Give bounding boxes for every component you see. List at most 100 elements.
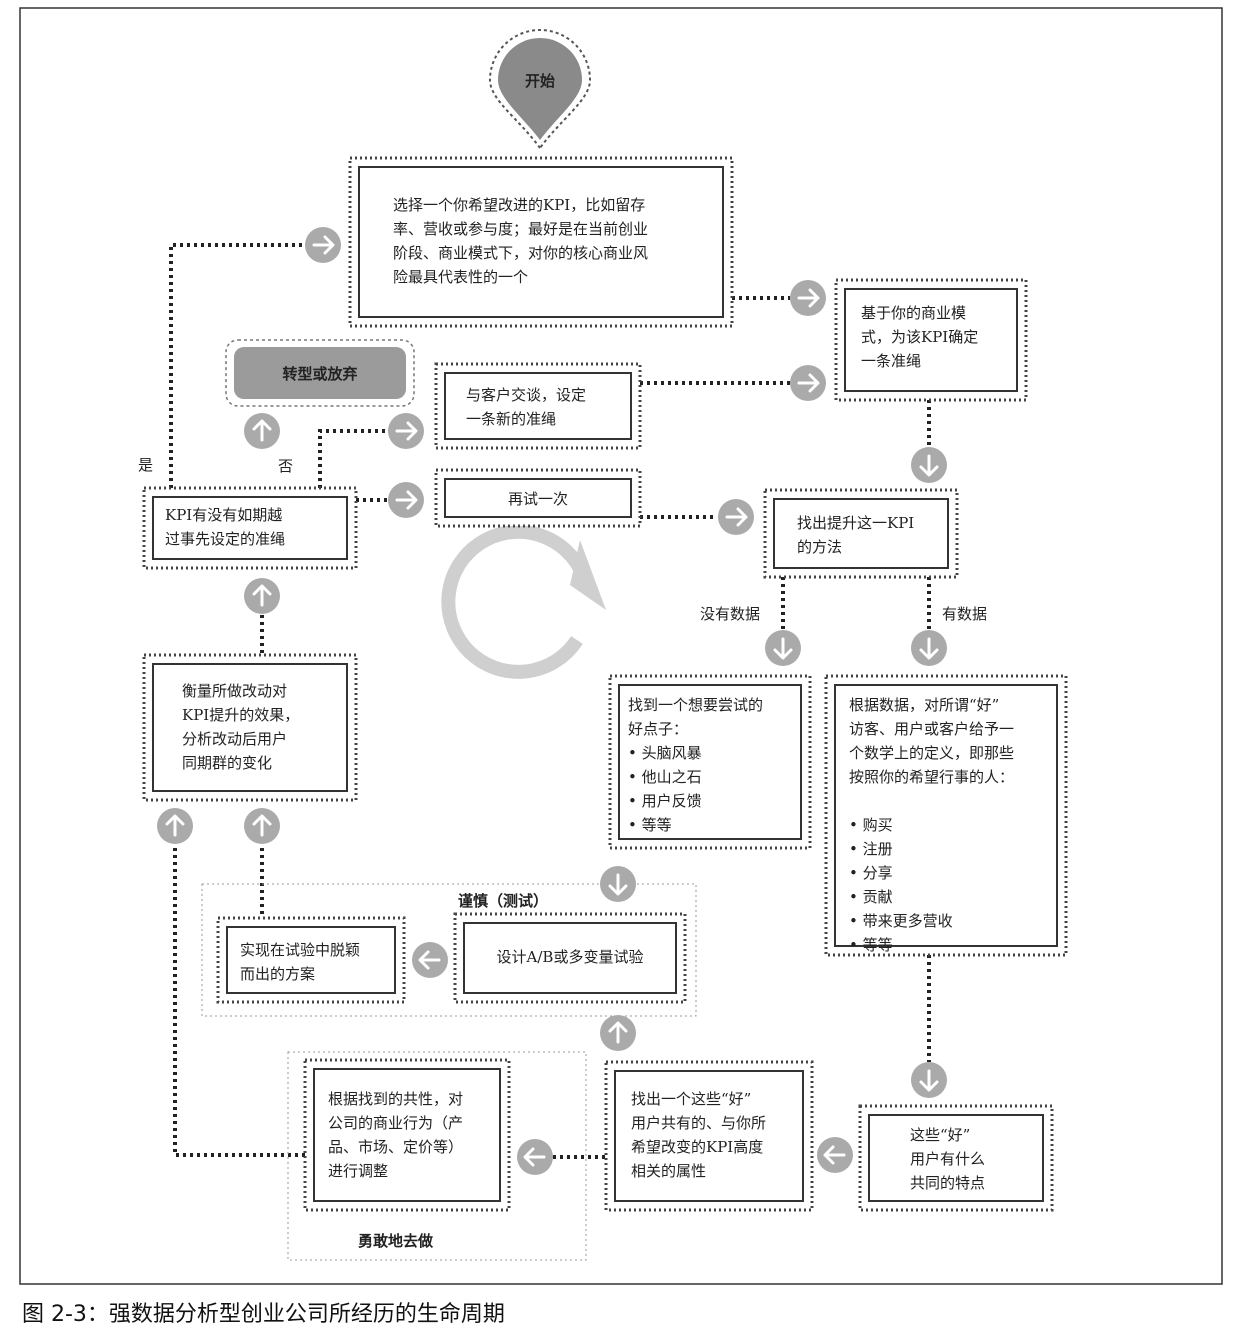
box-design-test: 设计A/B或多变量试验 bbox=[453, 912, 687, 1004]
bold-label: 勇敢地去做 bbox=[358, 1232, 434, 1250]
box-line: 阶段、商业模式下，对你的核心商业风 bbox=[393, 244, 648, 262]
box-line: 衡量所做改动对 bbox=[182, 682, 287, 700]
has-data-label: 有数据 bbox=[942, 605, 987, 623]
box-line: 分析改动后用户 bbox=[182, 730, 287, 748]
box-line: 一条新的准绳 bbox=[466, 410, 556, 428]
box-line: 的方法 bbox=[797, 538, 842, 556]
box-line: 基于你的商业模 bbox=[861, 304, 966, 322]
box-line: KPI提升的效果， bbox=[182, 706, 299, 724]
box-line: 一条准绳 bbox=[861, 352, 921, 370]
box-line: 找到一个想要尝试的 bbox=[628, 696, 763, 714]
arrow-up-icon bbox=[242, 806, 282, 846]
no-data-label: 没有数据 bbox=[700, 605, 760, 623]
box-line: • 注册 bbox=[849, 840, 893, 858]
arrow-down-icon bbox=[598, 864, 638, 904]
box-line: 险最具代表性的一个 bbox=[393, 268, 528, 286]
box-choose-kpi: 选择一个你希望改进的KPI，比如留存率、营收或参与度；最好是在当前创业阶段、商业… bbox=[348, 156, 734, 328]
arrow-down-icon bbox=[763, 628, 803, 668]
box-line: • 头脑风暴 bbox=[628, 744, 702, 762]
box-line: 找出提升这一KPI bbox=[797, 514, 914, 532]
box-line: • 购买 bbox=[849, 816, 893, 834]
box-line: • 贡献 bbox=[849, 888, 893, 906]
box-line: 按照你的希望行事的人： bbox=[849, 768, 1014, 786]
box-line: 用户共有的、与你所 bbox=[631, 1114, 766, 1132]
box-line: 访客、用户或客户给予一 bbox=[849, 720, 1014, 738]
arrow-left-icon bbox=[410, 940, 450, 980]
box-line: • 等等 bbox=[628, 816, 672, 834]
box-line: 根据数据，对所谓“好” bbox=[849, 696, 999, 714]
box-line: 公司的商业行为（产 bbox=[328, 1114, 463, 1132]
box-line: 再试一次 bbox=[508, 490, 568, 508]
box-try-again: 再试一次 bbox=[434, 468, 642, 528]
cycle-icon bbox=[441, 524, 606, 679]
arrow-right-icon bbox=[386, 411, 426, 451]
arrow-right-icon bbox=[788, 278, 828, 318]
box-line: • 分享 bbox=[849, 864, 893, 882]
box-line: 相关的属性 bbox=[631, 1162, 706, 1180]
box-line: • 用户反馈 bbox=[628, 792, 702, 810]
box-line: • 他山之石 bbox=[628, 768, 702, 786]
pivot-node: 转型或放弃 bbox=[225, 339, 415, 407]
arrow-down-icon bbox=[909, 445, 949, 485]
start-node: 开始 bbox=[488, 29, 592, 150]
box-line: 根据找到的共性，对 bbox=[328, 1090, 463, 1108]
box-line: 设计A/B或多变量试验 bbox=[497, 948, 644, 966]
start-label: 开始 bbox=[525, 72, 555, 90]
arrow-left-icon bbox=[515, 1137, 555, 1177]
box-line: 品、市场、定价等） bbox=[328, 1138, 463, 1156]
box-line: 率、营收或参与度；最好是在当前创业 bbox=[393, 220, 648, 238]
box-line: • 等等 bbox=[849, 936, 893, 954]
figure-caption: 图 2-3：强数据分析型创业公司所经历的生命周期 bbox=[22, 1302, 505, 1327]
box-line: 用户有什么 bbox=[910, 1150, 985, 1168]
box-find-method: 找出提升这一KPI 的方法 bbox=[763, 488, 959, 579]
no-label: 否 bbox=[278, 457, 293, 475]
box-line: • 带来更多营收 bbox=[849, 912, 953, 930]
pivot-label: 转型或放弃 bbox=[282, 365, 357, 383]
box-line: KPI有没有如期越 bbox=[165, 506, 282, 524]
arrow-right-icon bbox=[716, 497, 756, 537]
box-line: 共同的特点 bbox=[910, 1174, 985, 1192]
arrow-up-icon bbox=[598, 1013, 638, 1053]
bold-group-frame bbox=[287, 1051, 587, 1261]
outer-frame bbox=[19, 7, 1223, 1285]
arrow-down-icon bbox=[909, 1060, 949, 1100]
box-line: 好点子： bbox=[628, 720, 688, 738]
box-line: 而出的方案 bbox=[240, 965, 315, 983]
careful-label: 谨慎（测试） bbox=[458, 892, 548, 910]
yes-label: 是 bbox=[138, 456, 153, 474]
box-line: 过事先设定的准绳 bbox=[165, 530, 285, 548]
arrow-right-icon bbox=[303, 225, 343, 265]
connectors bbox=[169, 243, 931, 1159]
arrow-left-icon bbox=[815, 1135, 855, 1175]
box-line: 实现在试验中脱颖 bbox=[240, 941, 360, 959]
box-line: 与客户交谈，设定 bbox=[466, 386, 586, 404]
box-define-good: 根据数据，对所谓“好” 访客、用户或客户给予一个数学上的定义，即那些按照你的希望行… bbox=[824, 674, 1068, 957]
careful-group-frame bbox=[201, 883, 697, 1017]
arrow-right-icon bbox=[788, 363, 828, 403]
arrow-down-icon bbox=[909, 628, 949, 668]
box-line: 这些“好” bbox=[910, 1126, 970, 1144]
connector-adjust-to-measure bbox=[173, 848, 305, 1157]
boxes: 选择一个你希望改进的KPI，比如留存率、营收或参与度；最好是在当前创业阶段、商业… bbox=[142, 156, 1068, 1212]
box-line: 找出一个这些“好” bbox=[631, 1090, 751, 1108]
arrow-up-icon bbox=[155, 806, 195, 846]
box-line: 个数学上的定义，即那些 bbox=[849, 744, 1014, 762]
box-line: 式，为该KPI确定 bbox=[861, 328, 978, 346]
box-line: 同期群的变化 bbox=[182, 754, 272, 772]
box-line: 进行调整 bbox=[328, 1162, 388, 1180]
arrow-up-icon bbox=[242, 411, 282, 451]
connector-no-to-talk bbox=[318, 429, 388, 488]
arrow-right-icon bbox=[386, 480, 426, 520]
box-line: 希望改变的KPI高度 bbox=[631, 1138, 763, 1156]
box-line: 选择一个你希望改进的KPI，比如留存 bbox=[393, 196, 645, 214]
